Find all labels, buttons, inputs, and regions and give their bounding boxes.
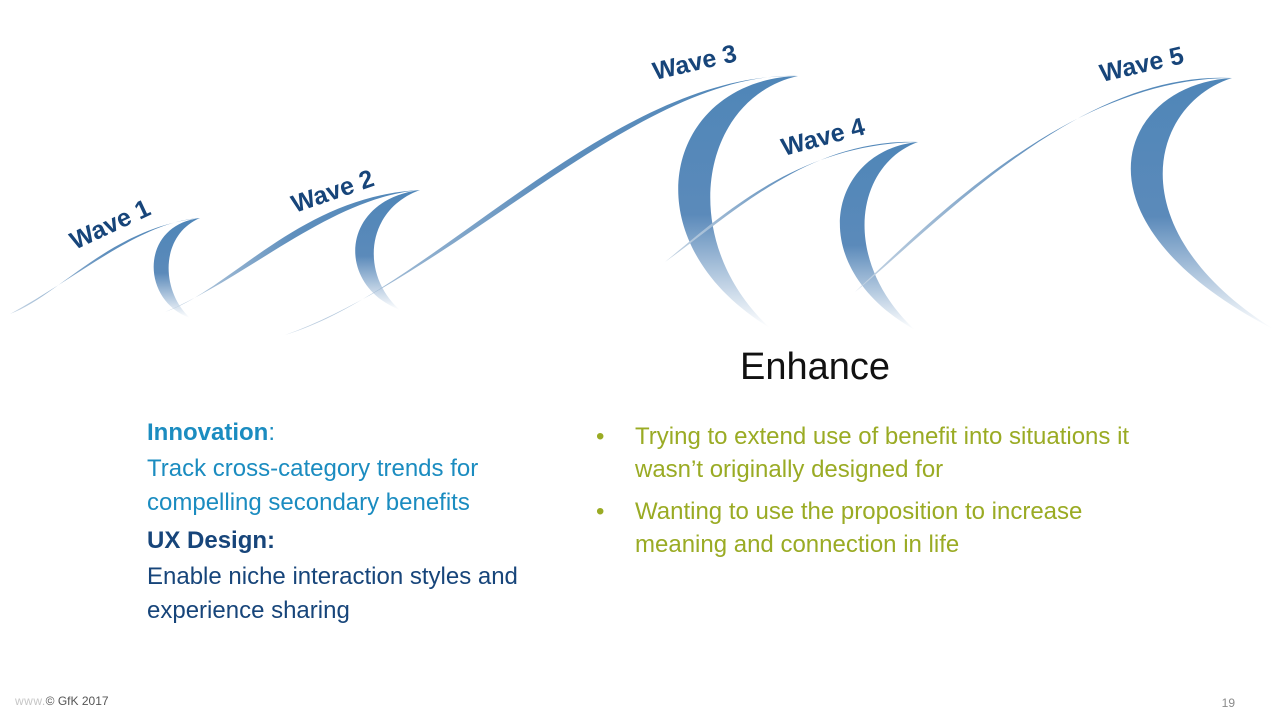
wave-1-label: Wave 1 (66, 194, 155, 255)
wave-5-curl (1130, 78, 1275, 330)
wave-4 (665, 141, 918, 330)
bullet-text: Wanting to use the proposition to increa… (635, 498, 1083, 558)
wave-3 (285, 75, 798, 335)
wave-1 (10, 218, 200, 318)
wave-1-curl (153, 218, 200, 318)
innovation-label: Innovation: (147, 416, 567, 450)
footer-watermark: www. (15, 694, 46, 708)
bullet-text: Trying to extend use of benefit into sit… (635, 423, 1130, 483)
wave-5-label: Wave 5 (1097, 41, 1186, 87)
wave-3-label: Wave 3 (650, 39, 739, 85)
bullet-marker: • (596, 498, 605, 525)
enhance-bullet-list: • Trying to extend use of benefit into s… (590, 420, 1130, 570)
innovation-label-text: Innovation (147, 419, 269, 446)
wave-4-curl (839, 142, 918, 330)
innovation-colon: : (268, 419, 275, 446)
innovation-text: Track cross-category trends for compelli… (147, 455, 479, 516)
wave-2-label: Wave 2 (288, 164, 378, 218)
copyright-text: © GfK 2017 (45, 694, 109, 708)
wave-3-curl (678, 76, 798, 328)
footer-copyright: www.© GfK 2017 (15, 694, 109, 708)
ux-design-label: UX Design: (147, 527, 276, 554)
waves-diagram: Wave 1 Wave 2 Wave 3 Wave 4 Wave 5 (10, 39, 1275, 335)
wave-2-curl (355, 190, 420, 310)
strategy-column: Innovation: Track cross-category trends … (147, 416, 567, 628)
bullet-item: • Trying to extend use of benefit into s… (590, 420, 1130, 486)
page-number: 19 (1221, 696, 1235, 710)
wave-1-body (10, 218, 200, 314)
wave-2 (165, 190, 420, 312)
wave-5 (855, 77, 1275, 330)
enhance-heading: Enhance (740, 346, 891, 388)
ux-design-text: Enable niche interaction styles and expe… (147, 563, 518, 624)
bullet-item: • Wanting to use the proposition to incr… (590, 495, 1130, 561)
bullet-marker: • (596, 423, 605, 450)
wave-4-label: Wave 4 (778, 113, 868, 162)
